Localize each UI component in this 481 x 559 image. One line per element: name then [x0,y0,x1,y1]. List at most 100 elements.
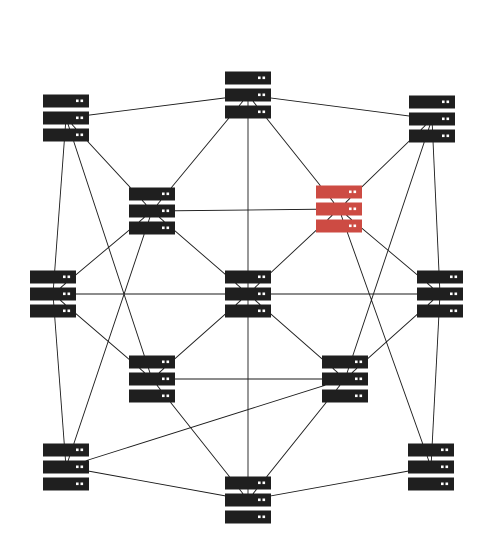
server-unit [129,389,175,403]
link-bottom-center-to-bottom-right [247,466,432,501]
server-unit [43,111,89,125]
server-unit [43,443,89,457]
status-led-icon [80,133,84,137]
link-inner-upper-left-to-bottom-left [65,210,153,468]
status-led-icon [80,465,84,469]
server-rack-icon [129,355,175,403]
link-top-right-to-middle-right [431,118,441,295]
status-led-icon [76,99,79,103]
server-node-inner-lower-left[interactable] [129,355,175,403]
server-node-top-right[interactable] [409,95,455,143]
status-led-icon [355,360,358,364]
status-led-icon [166,394,170,398]
server-unit [43,477,89,491]
server-rack-icon [225,476,271,524]
status-led-icon [446,117,450,121]
status-led-icon [262,110,266,114]
status-led-icon [162,226,165,230]
server-unit [129,221,175,235]
status-led-icon [67,275,71,279]
server-node-middle-left[interactable] [30,270,76,318]
server-unit [322,389,368,403]
server-node-inner-lower-right[interactable] [322,355,368,403]
link-top-center-to-top-right [247,94,433,120]
link-inner-upper-left-to-inner-upper-right [151,208,340,212]
status-led-icon [359,377,363,381]
server-rack-icon [409,95,455,143]
server-rack-icon [417,270,463,318]
status-led-icon [76,116,79,120]
status-led-icon [258,275,261,279]
link-middle-right-to-bottom-right [430,293,441,468]
status-led-icon [262,76,266,80]
link-top-left-to-top-center [65,94,249,119]
server-rack-icon [225,270,271,318]
status-led-icon [80,99,84,103]
status-led-icon [258,292,261,296]
server-node-bottom-right[interactable] [408,443,454,491]
status-led-icon [445,465,449,469]
status-led-icon [76,465,79,469]
status-led-icon [262,309,266,313]
server-node-center[interactable] [225,270,271,318]
server-node-bottom-left[interactable] [43,443,89,491]
server-unit [409,129,455,143]
server-unit [30,287,76,301]
link-top-right-to-inner-lower-right [344,118,433,380]
server-unit [225,510,271,524]
status-led-icon [442,117,445,121]
link-top-left-to-inner-lower-left [65,117,153,380]
server-unit [225,105,271,119]
status-led-icon [258,515,261,519]
status-led-icon [442,100,445,104]
status-led-icon [446,134,450,138]
status-led-icon [262,498,266,502]
server-unit [225,71,271,85]
status-led-icon [80,116,84,120]
status-led-icon [450,309,453,313]
status-led-icon [162,209,165,213]
server-rack-icon [408,443,454,491]
status-led-icon [80,448,84,452]
server-unit [129,187,175,201]
server-unit [225,304,271,318]
status-led-icon [353,190,357,194]
server-unit [129,355,175,369]
status-led-icon [442,134,445,138]
server-node-middle-right[interactable] [417,270,463,318]
server-node-bottom-center[interactable] [225,476,271,524]
status-led-icon [446,100,450,104]
status-led-icon [258,93,261,97]
status-led-icon [349,224,352,228]
status-led-icon [166,377,170,381]
status-led-icon [359,360,363,364]
server-node-top-left[interactable] [43,94,89,142]
server-unit [225,88,271,102]
server-unit [225,270,271,284]
server-rack-icon [316,185,362,233]
status-led-icon [166,226,170,230]
status-led-icon [441,465,444,469]
status-led-icon [162,377,165,381]
status-led-icon [166,360,170,364]
status-led-icon [441,482,444,486]
server-rack-icon [322,355,368,403]
status-led-icon [258,498,261,502]
status-led-icon [262,292,266,296]
status-led-icon [258,481,261,485]
status-led-icon [76,448,79,452]
server-unit [408,477,454,491]
status-led-icon [262,275,266,279]
server-unit [408,443,454,457]
server-unit [417,304,463,318]
status-led-icon [76,133,79,137]
server-unit [225,287,271,301]
status-led-icon [441,448,444,452]
server-unit [316,202,362,216]
server-node-inner-upper-left[interactable] [129,187,175,235]
link-top-left-to-middle-left [52,117,67,295]
server-node-top-center[interactable] [225,71,271,119]
server-rack-icon [43,443,89,491]
server-rack-icon [43,94,89,142]
server-node-inner-upper-right[interactable] [316,185,362,233]
